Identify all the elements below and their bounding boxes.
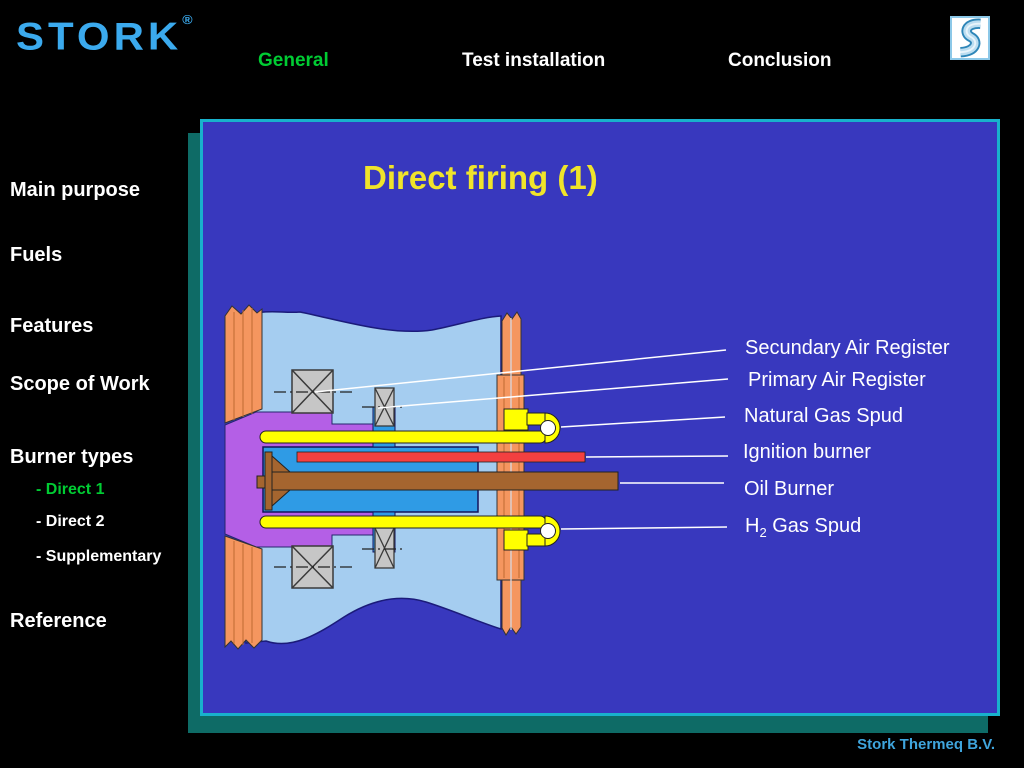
sidebar-subitem-direct-2[interactable]: - Direct 2 (36, 513, 105, 530)
callout-natural-gas-spud: Natural Gas Spud (744, 405, 903, 427)
slide-panel: Direct firing (1) (200, 119, 1000, 716)
oil-burner-lance (256, 451, 619, 511)
sidebar-item-burner-types[interactable]: Burner types (10, 446, 134, 468)
sidebar-subitem-supplementary[interactable]: - Supplementary (36, 548, 162, 565)
h2-gas-spud-tube (259, 515, 561, 551)
sidebar-item-main-purpose[interactable]: Main purpose (10, 179, 141, 201)
callout-primary-air-register: Primary Air Register (748, 369, 926, 391)
callout-h2-gas-spud: H2 Gas Spud (745, 515, 861, 544)
h2-subscript: 2 (759, 525, 767, 540)
natural-gas-spud-tube (259, 408, 561, 444)
sidebar-item-fuels[interactable]: Fuels (10, 244, 63, 266)
sidebar-item-reference[interactable]: Reference (10, 610, 107, 632)
stork-wordmark-logo: STORK® (16, 12, 193, 59)
primary-air-damper-bottom (374, 527, 395, 569)
stork-s-emblem-icon (959, 18, 981, 58)
nav-item-conclusion[interactable]: Conclusion (728, 50, 832, 71)
h2-rest: Gas Spud (766, 515, 862, 537)
nav-item-test-installation[interactable]: Test installation (462, 50, 606, 71)
stork-s-emblem (950, 16, 990, 60)
left-wall-stripes (233, 308, 253, 645)
footer-company-name: Stork Thermeq B.V. (857, 736, 995, 753)
stork-wordmark-text: STORK (16, 14, 183, 58)
sidebar-subitem-direct-1[interactable]: - Direct 1 (36, 481, 105, 498)
callout-oil-burner: Oil Burner (744, 478, 835, 500)
sidebar-item-scope-of-work[interactable]: Scope of Work (10, 373, 150, 395)
ignition-burner-tube (296, 451, 586, 463)
slide-title: Direct firing (1) (363, 159, 598, 196)
callout-secondary-air-register: Secundary Air Register (745, 337, 950, 359)
callout-leader-lines (314, 349, 729, 530)
h2-prefix: H (745, 515, 760, 537)
damper-centerlines (274, 391, 404, 568)
callout-ignition-burner: Ignition burner (743, 441, 871, 463)
burner-cross-section-diagram (224, 304, 729, 650)
nav-item-general[interactable]: General (258, 50, 329, 71)
registered-trademark-symbol: ® (182, 12, 193, 27)
sidebar-item-features[interactable]: Features (10, 315, 94, 337)
